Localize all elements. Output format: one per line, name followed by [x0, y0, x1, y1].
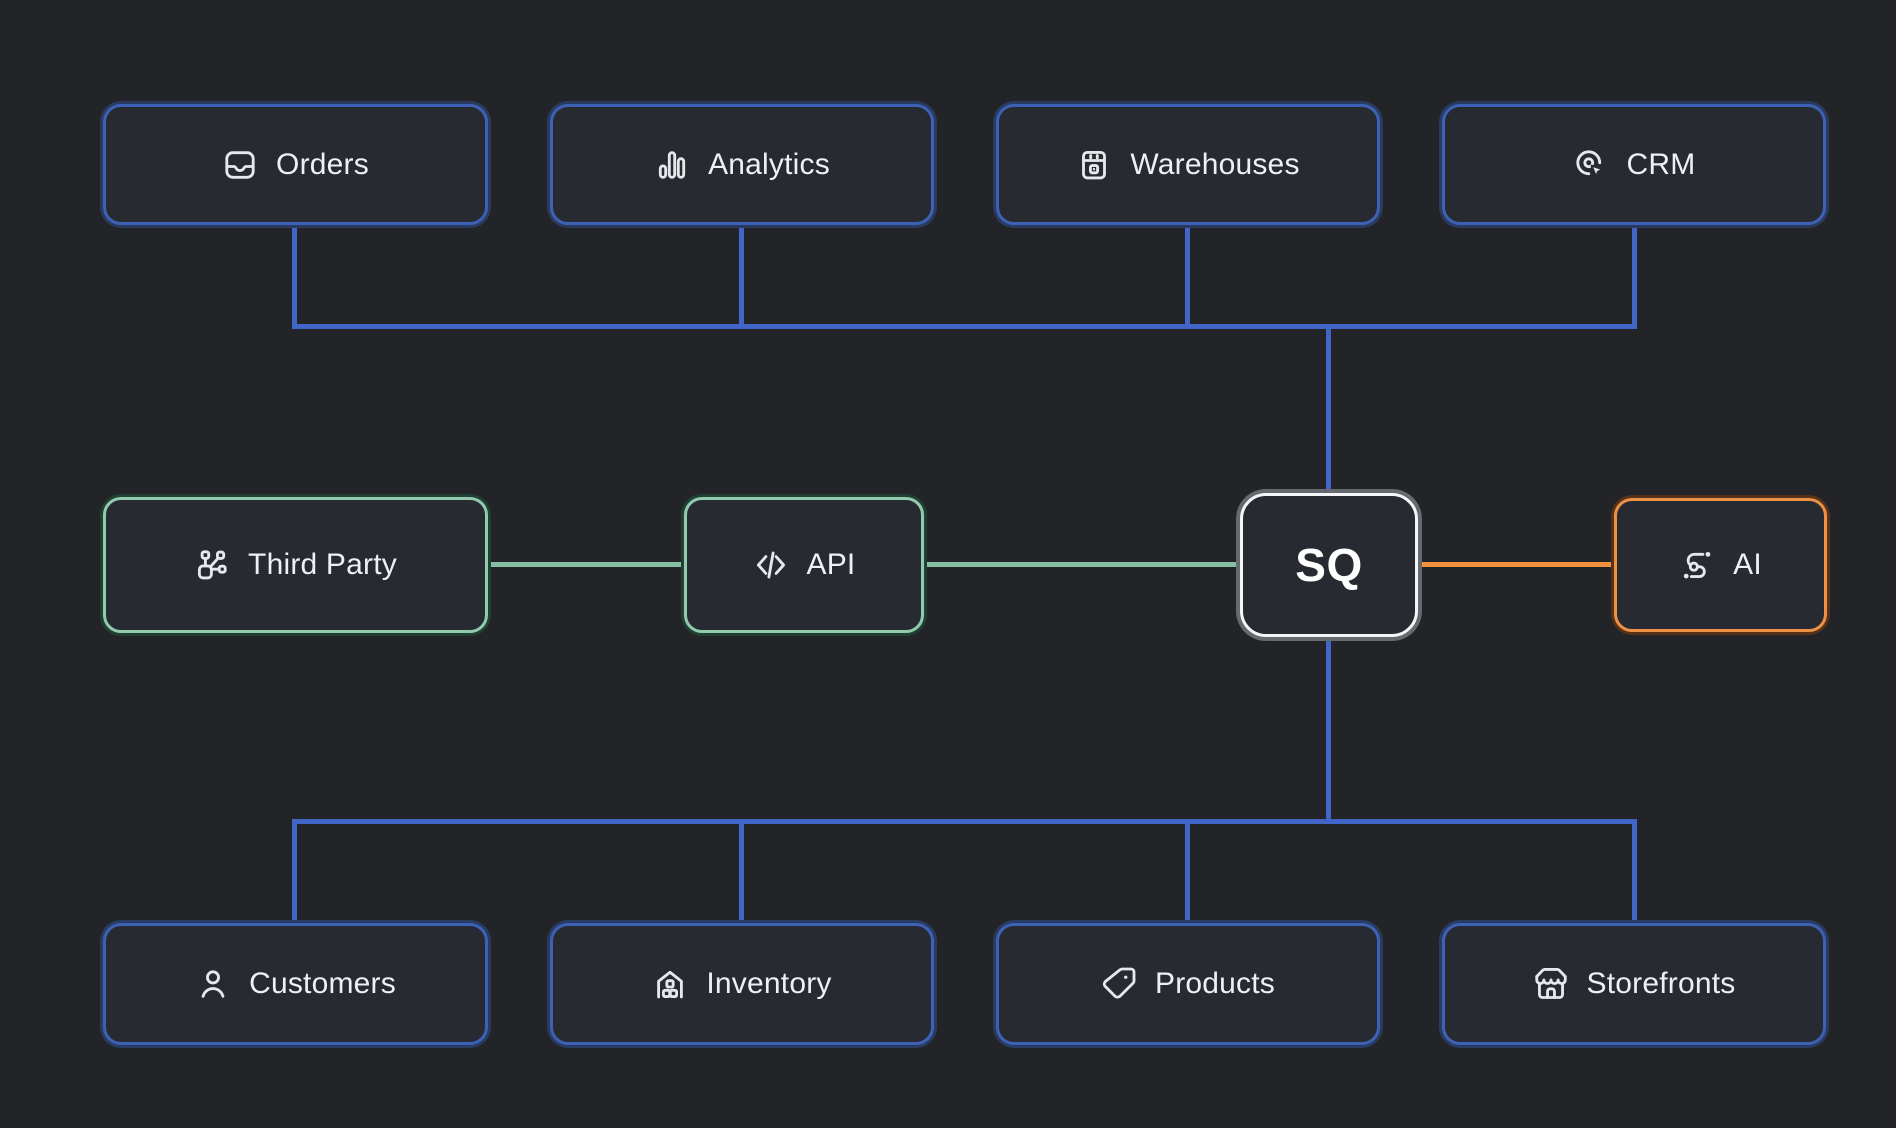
- node-label: CRM: [1626, 147, 1696, 181]
- connector-sq-ai: [1414, 562, 1618, 567]
- node-inventory[interactable]: Inventory: [550, 923, 934, 1045]
- connector-api-sq: [920, 562, 1244, 567]
- node-analytics[interactable]: Analytics: [550, 104, 934, 225]
- node-label: SQ: [1295, 539, 1363, 591]
- ai-route-icon: [1679, 547, 1715, 583]
- connector-bus-customers: [292, 819, 297, 923]
- inbox-icon: [222, 147, 258, 183]
- connector-thirdparty-api: [484, 562, 688, 567]
- node-label: Products: [1155, 967, 1275, 1000]
- node-storefronts[interactable]: Storefronts: [1442, 923, 1826, 1045]
- bar-chart-icon: [654, 147, 690, 183]
- node-products[interactable]: Products: [996, 923, 1380, 1045]
- node-label: Customers: [249, 967, 396, 1000]
- connector-bus-storefronts: [1632, 819, 1637, 923]
- connector-orders-bus: [292, 225, 297, 329]
- connector-bus-inventory: [739, 819, 744, 923]
- node-label: AI: [1733, 548, 1762, 581]
- node-third-party[interactable]: Third Party: [103, 497, 488, 633]
- node-label: Storefronts: [1586, 967, 1736, 1000]
- node-label: Analytics: [708, 147, 830, 181]
- tag-icon: [1101, 966, 1137, 1002]
- warehouse-icon: [652, 966, 688, 1002]
- connector-bottom-bus: [292, 819, 1637, 824]
- connector-sq-bottom-bus: [1326, 633, 1331, 824]
- node-api[interactable]: API: [684, 497, 924, 633]
- code-icon: [753, 547, 789, 583]
- connector-top-bus: [292, 324, 1637, 329]
- connector-bus-sq-top: [1326, 324, 1331, 497]
- click-target-icon: [1573, 147, 1609, 183]
- connector-crm-bus: [1632, 225, 1637, 329]
- connector-warehouses-bus: [1185, 225, 1190, 329]
- node-label: Inventory: [706, 967, 832, 1000]
- node-label: Warehouses: [1130, 147, 1300, 181]
- node-orders[interactable]: Orders: [103, 104, 488, 225]
- node-label: API: [806, 548, 856, 581]
- node-customers[interactable]: Customers: [103, 923, 488, 1045]
- node-ai[interactable]: AI: [1614, 498, 1827, 632]
- node-crm[interactable]: CRM: [1442, 104, 1826, 225]
- integration-nodes-icon: [194, 547, 230, 583]
- node-label: Third Party: [248, 548, 397, 581]
- connector-bus-products: [1185, 819, 1190, 923]
- node-label: Orders: [276, 147, 369, 181]
- package-icon: [1076, 147, 1112, 183]
- node-sq-core[interactable]: SQ: [1240, 493, 1418, 637]
- store-icon: [1533, 966, 1569, 1002]
- connector-analytics-bus: [739, 225, 744, 329]
- node-warehouses[interactable]: Warehouses: [996, 104, 1380, 225]
- user-icon: [195, 966, 231, 1002]
